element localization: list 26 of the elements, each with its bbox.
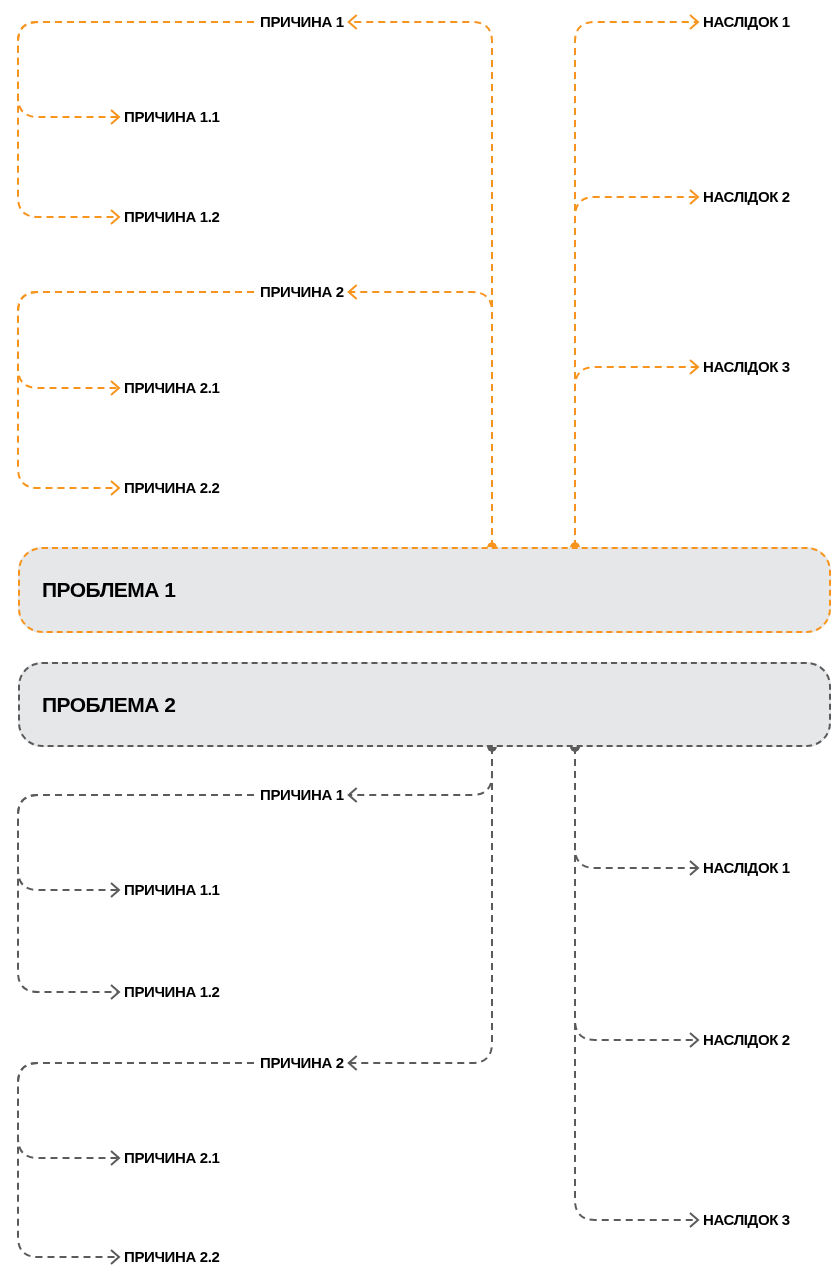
node-label: ПРИЧИНА 1.2 (124, 206, 220, 227)
node-label: НАСЛІДОК 3 (703, 1209, 790, 1230)
node-label: ПРИЧИНА 2.2 (124, 477, 220, 498)
node-label: ПРИЧИНА 1.1 (124, 106, 220, 127)
problem-box (18, 547, 831, 633)
node-label: ПРИЧИНА 1.1 (124, 879, 220, 900)
dashed-arrow (17, 291, 255, 496)
node-label: НАСЛІДОК 1 (703, 857, 790, 878)
node-label: ПРИЧИНА 1.2 (124, 981, 220, 1002)
node-label: ПРИЧИНА 2.1 (124, 377, 220, 398)
node-label: ПРИЧИНА 1 (260, 784, 344, 805)
node-label: ПРИЧИНА 2.2 (124, 1246, 220, 1267)
problem-label: ПРОБЛЕМА 1 (42, 577, 176, 604)
node-label: ПРИЧИНА 2 (260, 1052, 344, 1073)
dashed-arrow (17, 1062, 255, 1265)
dashed-arrow (17, 21, 255, 225)
problem-label: ПРОБЛЕМА 2 (42, 691, 176, 718)
node-label: НАСЛІДОК 2 (703, 1029, 790, 1050)
node-label: НАСЛІДОК 1 (703, 11, 790, 32)
node-label: ПРИЧИНА 1 (260, 11, 344, 32)
dashed-arrow (17, 794, 255, 1000)
node-label: ПРИЧИНА 2 (260, 281, 344, 302)
node-label: НАСЛІДОК 3 (703, 356, 790, 377)
problem-box (18, 662, 831, 747)
node-label: НАСЛІДОК 2 (703, 186, 790, 207)
node-label: ПРИЧИНА 2.1 (124, 1147, 220, 1168)
